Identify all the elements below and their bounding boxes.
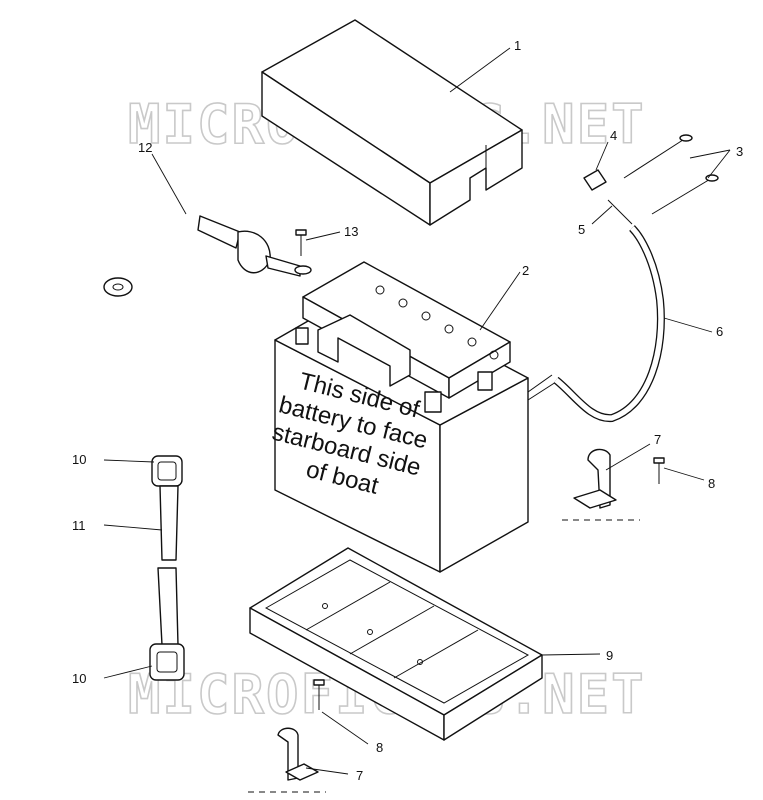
vent-hose [553,225,665,423]
callout-8-lower: 8 [376,740,383,755]
battery-tray [249,547,543,741]
callout-1: 1 [514,38,521,53]
callout-10-lower: 10 [72,671,86,686]
callout-9: 9 [606,648,613,663]
callout-2: 2 [522,263,529,278]
hose-bracket-upper [562,448,665,521]
callout-10-upper: 10 [72,452,86,467]
battery [274,261,557,573]
callout-7-lower: 7 [356,768,363,783]
battery-cover [261,19,523,226]
callout-11: 11 [72,518,86,533]
callout-12: 12 [138,140,152,155]
callout-4: 4 [610,128,617,143]
leader-lines [103,47,731,775]
hold-down-strap [149,455,185,681]
callout-5: 5 [578,222,585,237]
tray-bracket-lower [248,679,326,793]
callout-6: 6 [716,324,723,339]
terminal-screw [294,229,312,275]
callout-8-upper: 8 [708,476,715,491]
hardware-screws [583,134,719,225]
battery-label: This side of battery to face starboard s… [269,368,430,500]
battery-cable [103,208,301,297]
callout-13: 13 [344,224,358,239]
callout-3: 3 [736,144,743,159]
callouts: 1 2 3 4 5 6 7 8 9 10 11 10 12 13 8 7 [72,38,743,783]
callout-7-upper: 7 [654,432,661,447]
